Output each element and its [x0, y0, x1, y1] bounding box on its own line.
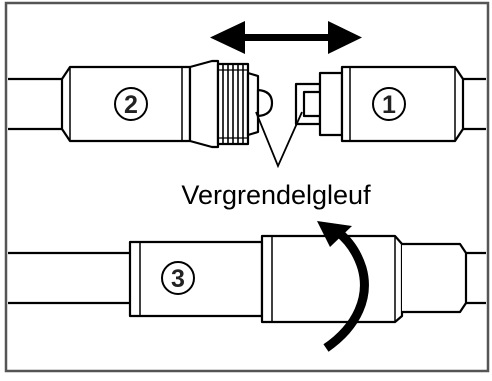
part2-number-badge: 2 [114, 87, 148, 121]
part3-body-left [128, 240, 264, 318]
part1-number: 1 [382, 91, 396, 119]
locking-slot-label: Vergrendelgleuf [181, 180, 371, 210]
part2-locking-tab [256, 88, 274, 118]
part1-shoulder [318, 71, 344, 137]
rotation-arrow-icon [317, 221, 369, 352]
part3-end-taper [402, 242, 468, 314]
right-cable-bottom [466, 251, 486, 305]
part3-number: 3 [171, 265, 185, 293]
part3-number-badge: 3 [161, 261, 195, 295]
part3-coupling-sleeve [260, 234, 404, 324]
double-headed-arrow-icon [210, 21, 362, 54]
right-cable-top [463, 77, 486, 131]
part2-threads [216, 62, 250, 146]
left-cable-top [8, 77, 62, 131]
part2-number: 2 [124, 91, 138, 119]
part2-end-face [246, 71, 260, 137]
left-cable-bottom [8, 251, 130, 305]
top-assembly [8, 59, 486, 149]
callout-pointer-lines [255, 111, 303, 169]
bottom-assembly [8, 234, 486, 324]
part2-collar [188, 59, 220, 149]
diagram-frame [4, 1, 490, 373]
part1-number-badge: 1 [372, 87, 406, 121]
